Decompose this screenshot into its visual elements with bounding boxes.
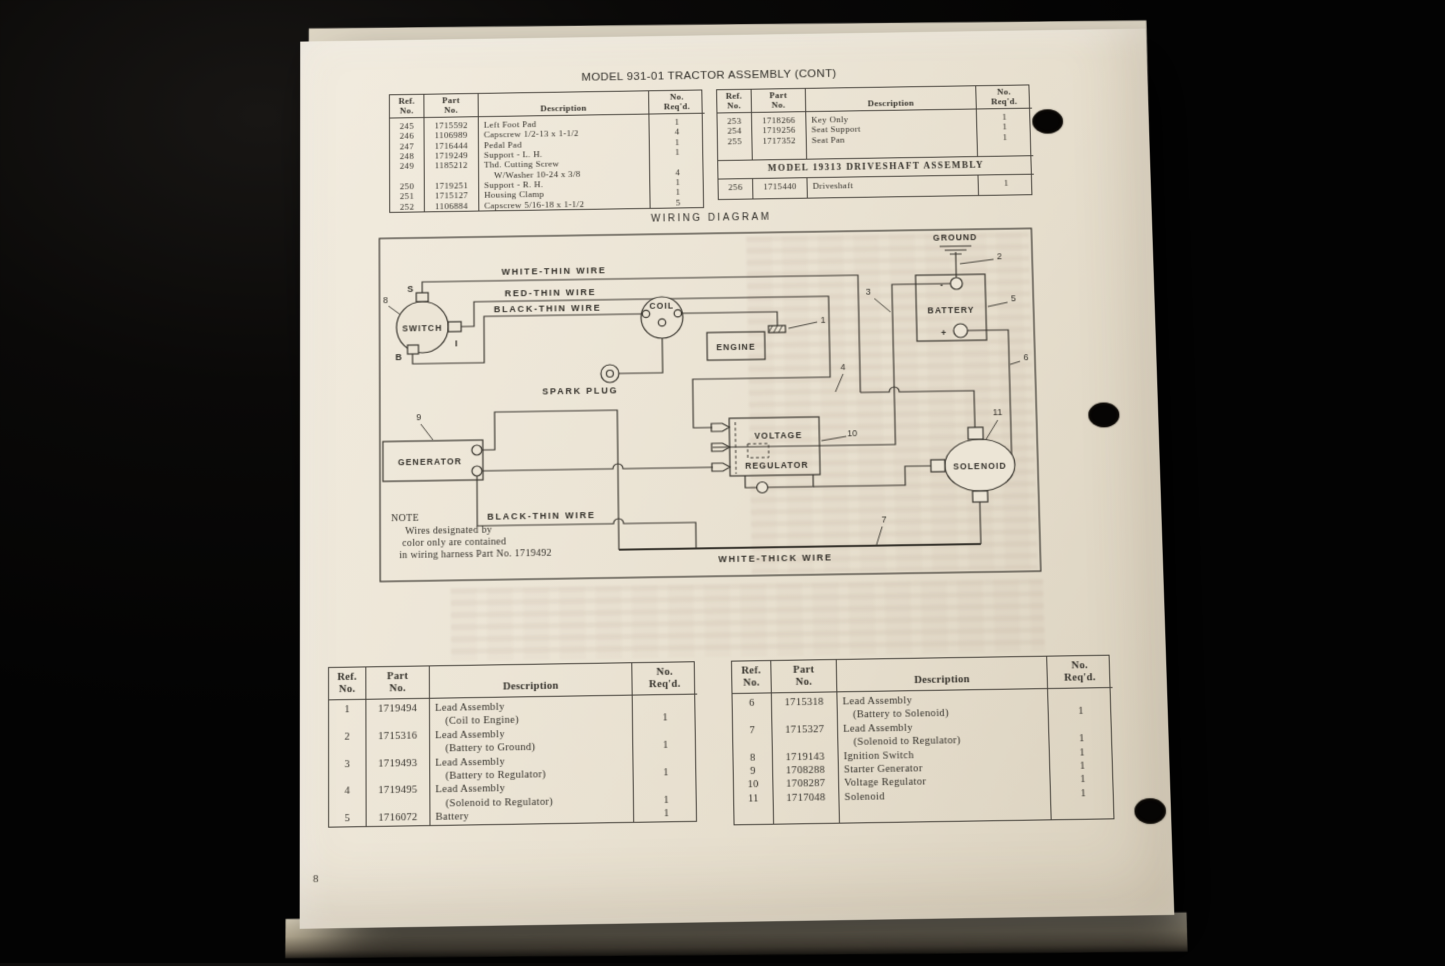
switch-label: SWITCH [402,323,442,334]
regulator-label-line2: REGULATOR [745,460,809,471]
parts-table-top-left: Ref.No.PartNo.DescriptionNo.Req'd.245171… [389,89,704,212]
battery-label: BATTERY [927,305,974,316]
spark-plug-symbol: SPARK PLUG [542,365,619,397]
ignition-switch-symbol: SWITCH S I B [395,283,461,362]
solenoid-label: SOLENOID [953,461,1007,472]
generator-label: GENERATOR [398,456,462,467]
punch-hole [1088,402,1120,427]
terminal-s-label: S [407,284,413,294]
ref-6: 6 [1023,352,1028,362]
column-header-ref: Ref.No. [717,90,751,113]
voltage-regulator-symbol: VOLTAGE REGULATOR [711,417,820,494]
column-header-part: PartNo. [424,94,478,118]
solenoid-symbol: SOLENOID [930,427,1016,503]
photographed-manual-page: MODEL 931-01 TRACTOR ASSEMBLY (CONT) Ref… [300,29,1175,929]
ground-label: GROUND [933,232,978,243]
parts-table-bottom-right: Ref.No.PartNo.DescriptionNo.Req'd.617153… [731,655,1115,826]
column-header-part: PartNo. [751,89,806,113]
white-thick-wire-label: WHITE-THICK WIRE [718,552,833,564]
column-header-ref: Ref.No. [390,95,424,118]
note-line-3: in wiring harness Part No. 1719492 [399,548,552,562]
black-thin-wire-label: BLACK-THIN WIRE [494,303,602,315]
manual-page: MODEL 931-01 TRACTOR ASSEMBLY (CONT) Ref… [300,29,1175,929]
note-line-1: Wires designated by [405,525,492,537]
ref-7: 7 [881,514,886,524]
page-number: 8 [313,873,319,885]
punch-hole [1134,798,1166,824]
ref-4: 4 [840,362,845,372]
ref-3: 3 [866,287,871,297]
engine-label: ENGINE [716,342,755,353]
column-header-ref: Ref.No. [732,661,771,693]
coil-symbol: COIL [641,297,683,339]
column-header-qty: No.Req'd. [1047,656,1113,689]
wiring-diagram: SWITCH S I B COIL SPARK PLUG [374,221,1048,586]
battery-minus-label: - [940,280,943,290]
black-thin-wire-label-2: BLACK-THIN WIRE [487,510,596,522]
terminal-i-label: I [455,338,458,348]
note-title: NOTE [391,513,419,525]
ref-2: 2 [997,251,1002,261]
wires [412,251,1016,553]
spark-plug-label: SPARK PLUG [542,385,618,396]
ground-symbol: GROUND [933,232,978,254]
column-header-desc: Description [805,86,976,112]
column-header-qty: No.Req'd. [649,90,705,114]
column-header-desc: Description [429,663,632,698]
ref-10: 10 [847,428,857,438]
column-header-desc: Description [836,657,1047,692]
terminal-b-label: B [395,352,402,362]
parts-table-top-right: Ref.No.PartNo.DescriptionNo.Req'd.253171… [716,84,1032,199]
column-header-qty: No.Req'd. [976,85,1032,109]
print-showthrough [451,579,1045,661]
column-header-part: PartNo. [366,666,430,699]
ref-5: 5 [1011,293,1016,303]
note-line-2: color only are contained [402,536,506,549]
ref-8: 8 [383,295,388,305]
regulator-label-line1: VOLTAGE [754,430,802,441]
ref-11: 11 [993,407,1003,417]
engine-symbol: ENGINE [707,325,786,360]
ref-1: 1 [820,315,825,325]
generator-symbol: GENERATOR [383,440,483,481]
battery-plus-label: + [941,328,946,338]
parts-table-bottom-left: Ref.No.PartNo.DescriptionNo.Req'd.117194… [328,661,697,827]
punch-hole [1032,109,1063,134]
ref-9: 9 [416,412,421,422]
red-thin-wire-label: RED-THIN WIRE [505,287,597,298]
column-header-desc: Description [478,91,649,117]
ref-callouts: 1 2 3 4 5 6 7 8 9 10 11 [383,251,1034,552]
coil-label: COIL [649,301,674,311]
column-header-ref: Ref.No. [329,667,366,699]
table-row: 2561715440Driveshaft1 [718,175,1034,199]
white-thin-wire-label: WHITE-THIN WIRE [502,265,607,277]
column-header-qty: No.Req'd. [632,662,697,695]
column-header-part: PartNo. [771,660,837,693]
